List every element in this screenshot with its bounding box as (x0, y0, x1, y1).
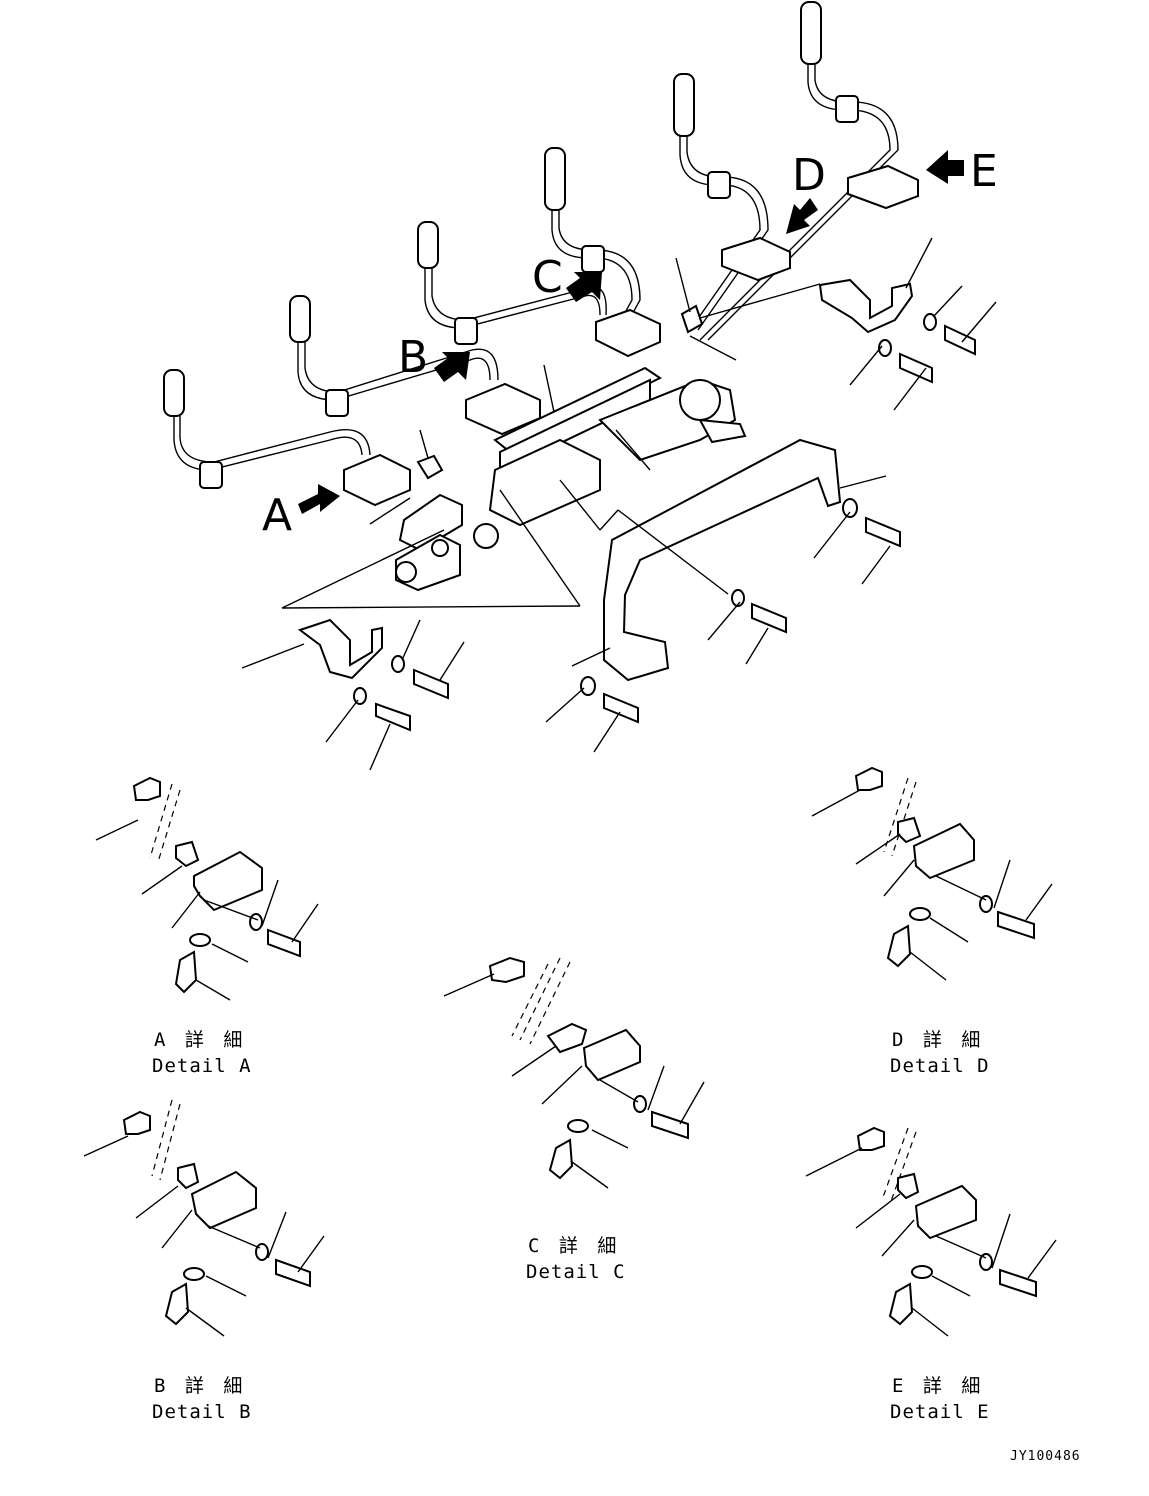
detail-c-drawing (443, 956, 705, 1189)
fasteners (353, 313, 976, 732)
detail-a-drawing (95, 776, 319, 1001)
brackets (297, 278, 914, 682)
arrow-e-icon (926, 150, 964, 184)
injection-line-6 (699, 1, 899, 341)
injection-line-1 (163, 369, 371, 489)
injection-line-4 (544, 147, 641, 341)
injection-line-2 (289, 295, 499, 417)
drawing-code: JY100486 (1010, 1449, 1081, 1464)
clamps (343, 164, 919, 507)
callout-b: B (398, 332, 428, 383)
detail-a-en-label: Detail A (152, 1055, 252, 1077)
arrow-c-icon (566, 272, 602, 302)
detail-b-en-label: Detail B (152, 1401, 252, 1423)
callouts: A B C D E (262, 146, 998, 541)
detail-c-jp-label: C 詳 細 (528, 1235, 620, 1257)
arrow-b-icon (434, 352, 470, 382)
detail-e-drawing (805, 1126, 1057, 1337)
detail-d-jp-label: D 詳 細 (892, 1029, 984, 1051)
callout-e: E (970, 146, 998, 197)
injection-lines (163, 1, 899, 489)
arrow-a-icon (298, 484, 340, 514)
fuel-manifold (395, 366, 747, 592)
arrow-d-icon (786, 198, 818, 234)
detail-e-en-label: Detail E (890, 1401, 990, 1423)
callout-a: A (262, 490, 292, 541)
detail-c-en-label: Detail C (526, 1261, 626, 1283)
detail-b-jp-label: B 詳 細 (154, 1375, 246, 1397)
leader-lines (241, 237, 997, 771)
callout-d: D (792, 150, 826, 201)
detail-b-drawing (83, 1099, 325, 1337)
callout-c: C (532, 252, 563, 303)
detail-d-drawing (811, 766, 1053, 981)
injection-line-3 (417, 221, 607, 345)
detail-e-jp-label: E 詳 細 (892, 1375, 984, 1397)
detail-d-en-label: Detail D (890, 1055, 990, 1077)
detail-a-jp-label: A 詳 細 (154, 1029, 246, 1051)
injection-line-5 (673, 73, 769, 331)
